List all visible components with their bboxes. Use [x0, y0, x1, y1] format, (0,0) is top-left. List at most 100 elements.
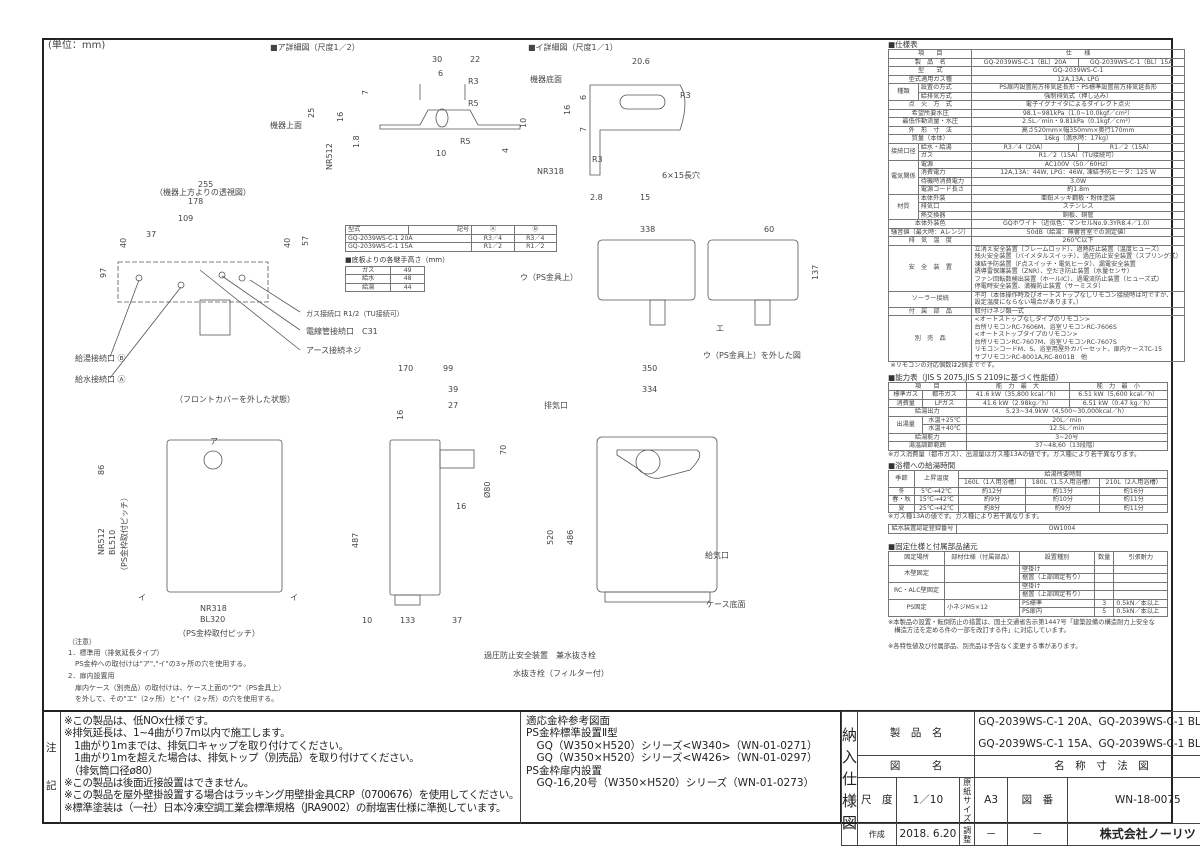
cell: 49: [390, 265, 425, 275]
cell: 2.5L／min・9.81kPa（0.1kgf／cm²）: [971, 117, 1185, 127]
dim: 39: [448, 385, 458, 394]
side-char: 納: [842, 725, 858, 744]
text-line: ファン回転数検出装置（ホールIC）、過電流防止装置（ヒューズ式）: [974, 275, 1163, 283]
cell: ガス: [344, 265, 392, 275]
cell: 3.0W: [971, 176, 1185, 186]
dim: 70: [499, 445, 508, 455]
top-view-flue: [199, 299, 231, 336]
cell: 約12分: [957, 486, 1027, 496]
drawing-no: WN-18-0075: [1066, 777, 1200, 824]
dim: R5: [460, 137, 471, 146]
caution-line: （注意）: [68, 638, 96, 646]
cell: 設置種別: [1019, 550, 1095, 566]
dim: 1.8: [352, 135, 361, 148]
bath-title: ■浴槽への給湯時間: [888, 460, 956, 470]
cell: 12A,13A, LPG: [971, 74, 1185, 84]
cell: 希望所要水圧: [887, 108, 973, 118]
cell: 別 売 品: [887, 315, 973, 362]
text-line: ※排気延長は、1~4曲がり7m以内で施工します。: [64, 727, 291, 740]
caution-line: PS金枠への取付けは"ア","イ"の3ヶ所の穴を使用する。: [68, 660, 251, 668]
cell: 壁掛け: [1019, 564, 1095, 574]
cell: <オートストップなしタイプのリモコン>台所リモコンRC-7606M、浴室リモコン…: [971, 315, 1185, 362]
earth-screw-label: アース接続ネジ: [306, 345, 361, 355]
cell: 約11分: [1099, 495, 1168, 505]
cell: 排気口: [917, 202, 973, 212]
dim: 170: [398, 364, 413, 373]
cell: R1／2（15A）: [1077, 142, 1185, 152]
text-line: 1曲がり1mを超えた場合は、排気トップ（別売品）を取り付けてください。: [64, 752, 420, 765]
cell: 高さ520mm×幅350mm×奥行170mm: [971, 125, 1185, 135]
cell: 製 品 名: [887, 57, 973, 67]
cell: GQホワイト（近似色：マンセルNo.9.3YR8.4／1.0）: [971, 219, 1185, 229]
cell: Ⓑ: [513, 225, 558, 235]
table-row: 固定場所部材仕様（付属部品）設置種別数量引張耐力: [887, 550, 1168, 566]
cell: 約9分: [957, 495, 1027, 505]
cell: 16kg（満水時：17kg）: [971, 134, 1185, 144]
cell: ※リモコンの対応個数は2個までです。: [890, 362, 999, 369]
dim: 37: [146, 230, 156, 239]
caution-line: 2．扉内設置用: [68, 672, 115, 680]
text-line: ※この製品は、低NOx仕様です。: [64, 715, 214, 727]
cell: 引張耐力: [1113, 550, 1168, 566]
fixing-title: ■固定仕様と付属部品諸元: [888, 541, 978, 551]
text-line: ※この製品は後面近接設置はできません。: [64, 777, 254, 790]
dim: NR512: [97, 528, 106, 555]
cell: [944, 564, 1021, 583]
product-name-1: GQ-2039WS-C-1 20A、GQ-2039WS-C-1 BL 20A: [974, 711, 1200, 734]
cell: 壁掛け: [1019, 581, 1095, 591]
gas-connection-label: ガス接続口 R1/2（TU接続可）: [306, 309, 404, 318]
notes-band: 注 記 ※この製品は、低NOx仕様です。※排気延長は、1~4曲がり7m以内で施工…: [42, 710, 1173, 824]
text-line: <オートストップタイプのリモコン>: [974, 331, 1078, 338]
table-row: 電源コード長さ約1.8m: [889, 185, 1185, 195]
drawing-frame: [42, 38, 1173, 824]
cell: 記号: [408, 225, 473, 235]
dim: 60: [764, 225, 774, 234]
hot-water-connection-label: 給湯接続口 Ⓑ: [75, 353, 126, 363]
cell: [1113, 581, 1168, 591]
cell: R1／2: [471, 242, 515, 252]
cell: 給水: [344, 274, 392, 284]
cell: GQ-2039WS-C-1（BL）20A: [971, 57, 1079, 67]
table-row: 季節上昇温度給湯所要時間: [888, 469, 1169, 488]
cell: RC・ALC壁固定: [887, 581, 946, 600]
detail-a-title: ■ア詳細図（尺度1／2）: [270, 42, 360, 52]
dim: NR512: [325, 143, 334, 170]
text-line: サブリモコンRC-8001A,RC-8001B 他: [974, 353, 1088, 361]
cell: 6.51 kW（0.47 kg／h）: [1068, 398, 1169, 408]
cell: 41.6 kW（35,800 kcal／h）: [965, 390, 1070, 400]
cell: 小ネジM5×12: [944, 598, 1021, 617]
cell: 固定場所: [887, 550, 946, 566]
cell: 型 式: [887, 66, 973, 76]
cell: R3／4: [513, 233, 558, 243]
side-char: 入: [842, 747, 858, 766]
dim: 7: [361, 90, 370, 95]
detail-i-bracket: [589, 84, 686, 176]
fixing-note: 構造方法を定める件の一部を改訂する件」に対応しています。: [888, 626, 1070, 634]
fixing-table: 固定場所部材仕様（付属部品）設置種別数量引張耐力木壁固定壁掛け据置（上部固定有り…: [887, 550, 1168, 617]
table-row: 別 売 品<オートストップなしタイプのリモコン>台所リモコンRC-7606M、浴…: [887, 315, 1185, 362]
text-line: 凍結予防装置（F点スイッチ・電気ヒータ）、漏電安全装置: [974, 260, 1136, 268]
cell: 据置（上部固定有り）: [1019, 590, 1095, 600]
side-char: 様: [842, 791, 858, 810]
text-line: （排気筒口径ø80）: [64, 764, 159, 777]
text-line: 不可（本体操作時及びオートストップなしリモコン接続時は可ですが、: [974, 291, 1173, 299]
cell: 約16分: [1099, 486, 1168, 496]
title-block: 納入仕様図 製 品 名 GQ-2039WS-C-1 20A、GQ-2039WS-…: [840, 711, 1200, 846]
cell: 種類: [888, 83, 919, 101]
cell: ソーラー接続: [887, 290, 973, 308]
intake-label: 給気口: [705, 550, 729, 560]
dim: 6: [438, 69, 443, 78]
cell: 12A,13A：44W, LPG：46W, 凍結予防ヒータ：125 W: [971, 168, 1185, 178]
drawing-name: 名 称 寸 法 図: [974, 755, 1200, 778]
created-label: 作成: [857, 823, 897, 846]
dim: 37: [452, 616, 462, 625]
cell: 消費量: [887, 398, 924, 408]
scale-label: 尺 度: [857, 777, 897, 824]
table-row: 付 属 部 品取付けネジ類一式: [887, 306, 1185, 316]
text-line: ※この製品を屋外壁掛設置する場合はラッキング用壁掛金具CRP（0700676）を…: [64, 789, 518, 802]
cell: 160L（1人用浴槽）: [957, 478, 1027, 488]
